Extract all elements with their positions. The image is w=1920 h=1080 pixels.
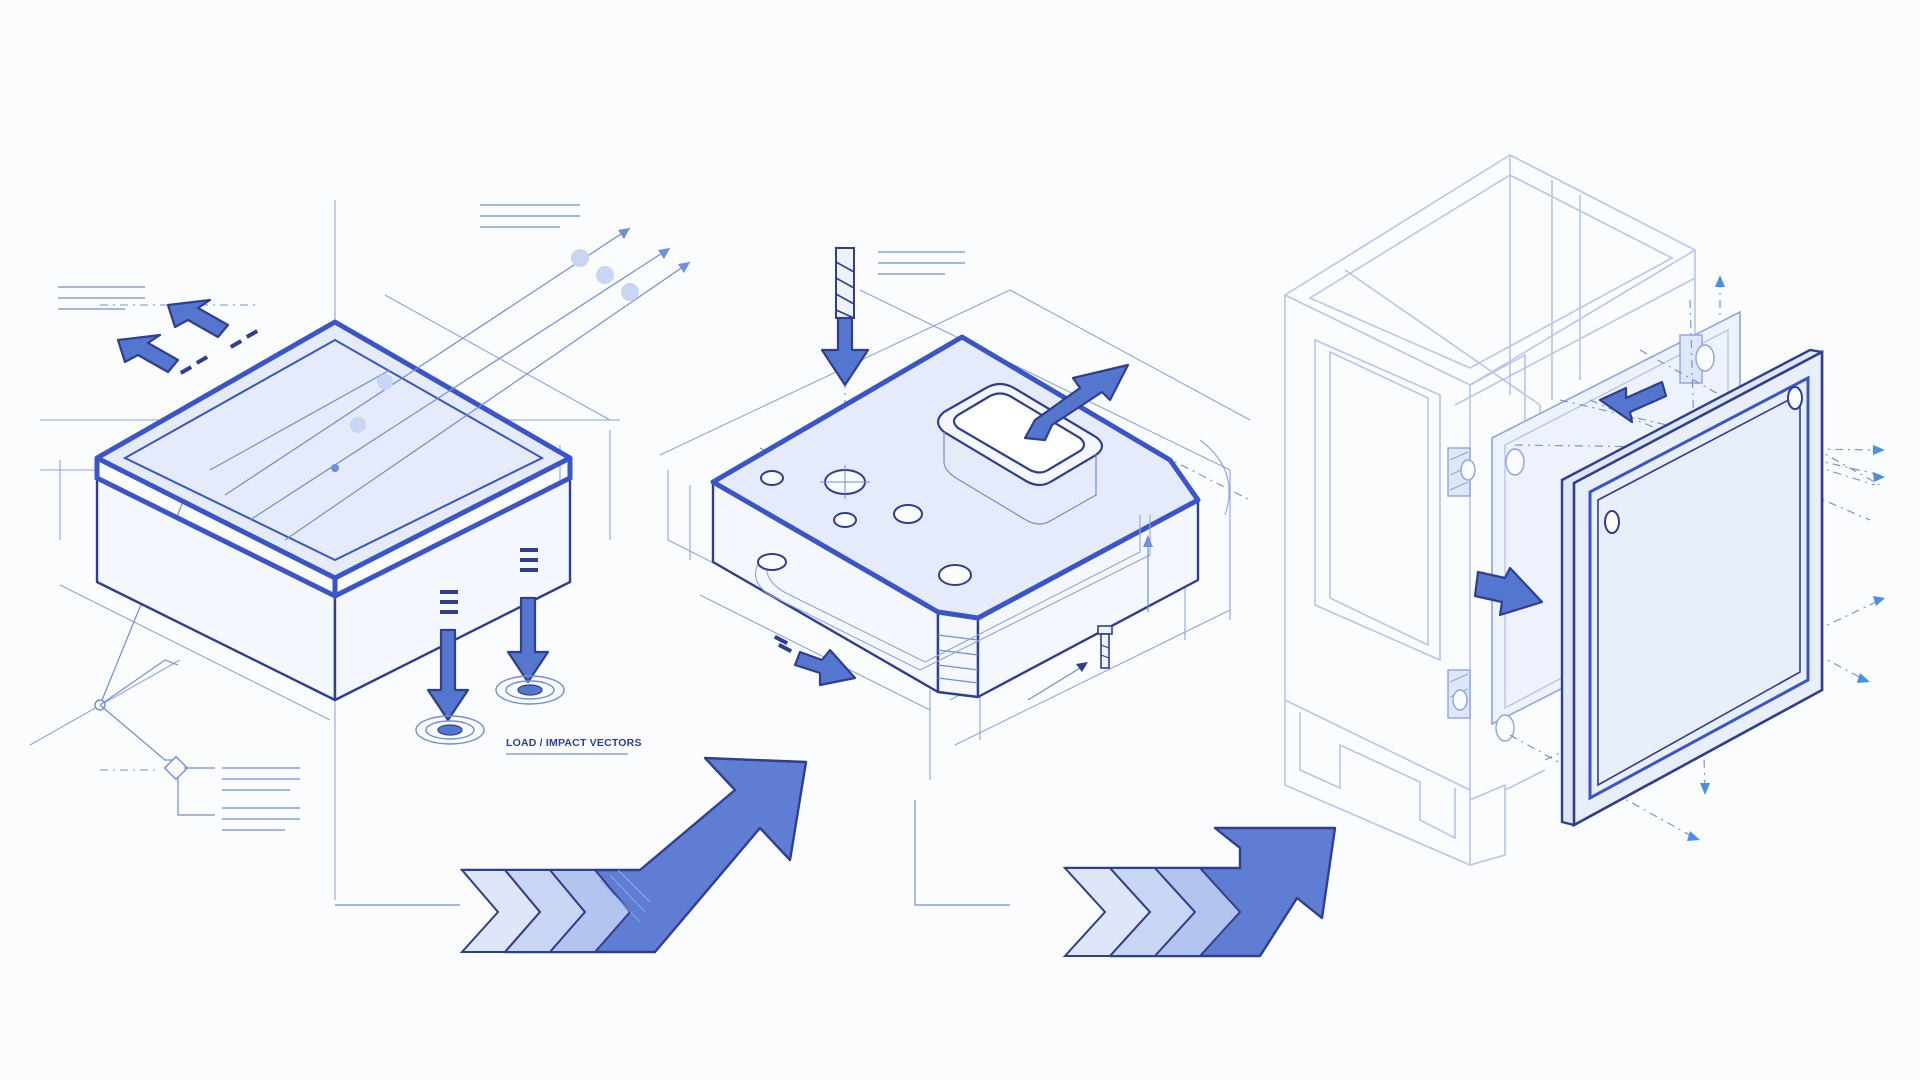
- panel-frame-inner: [122, 338, 545, 562]
- feed-direction-arrow: [793, 648, 857, 687]
- pocket-lift-arrow: [1023, 363, 1130, 442]
- panel-hole-bottom-left: [1604, 510, 1620, 534]
- stage-2-block: [659, 247, 1251, 906]
- panel-hole-top-right: [1787, 386, 1803, 410]
- arrow-upper-left-2: [166, 298, 230, 339]
- arrow-upper-left-1: [116, 333, 180, 374]
- install-panel-frame: [1588, 375, 1810, 801]
- bolt-icon: [1097, 625, 1113, 669]
- block-holes: [760, 469, 972, 586]
- block-top-outline: [710, 334, 1201, 621]
- load-arrow-right: [506, 596, 550, 684]
- block-pocket: [936, 382, 1104, 525]
- load-vectors-label: LOAD / IMPACT VECTORS: [506, 737, 642, 749]
- stage-1-note-lines: [58, 204, 580, 831]
- load-arrow-left: [426, 628, 470, 722]
- stage-2-note-lines: [878, 251, 965, 275]
- stage-1-panel: LOAD / IMPACT VECTORS: [29, 200, 691, 906]
- stage-3-cabinet: [1283, 154, 1885, 867]
- drill-down-arrow: [820, 316, 870, 387]
- transition-arrow-1: [459, 756, 808, 954]
- transition-arrow-2: [1062, 826, 1337, 958]
- stage-1-load-arrows: [415, 548, 565, 745]
- stage-1-vector-lines: [209, 227, 691, 541]
- panel-slide-arrow: [1598, 380, 1668, 424]
- panel-push-arrow: [1473, 566, 1544, 617]
- drill-bit-icon: [835, 247, 855, 319]
